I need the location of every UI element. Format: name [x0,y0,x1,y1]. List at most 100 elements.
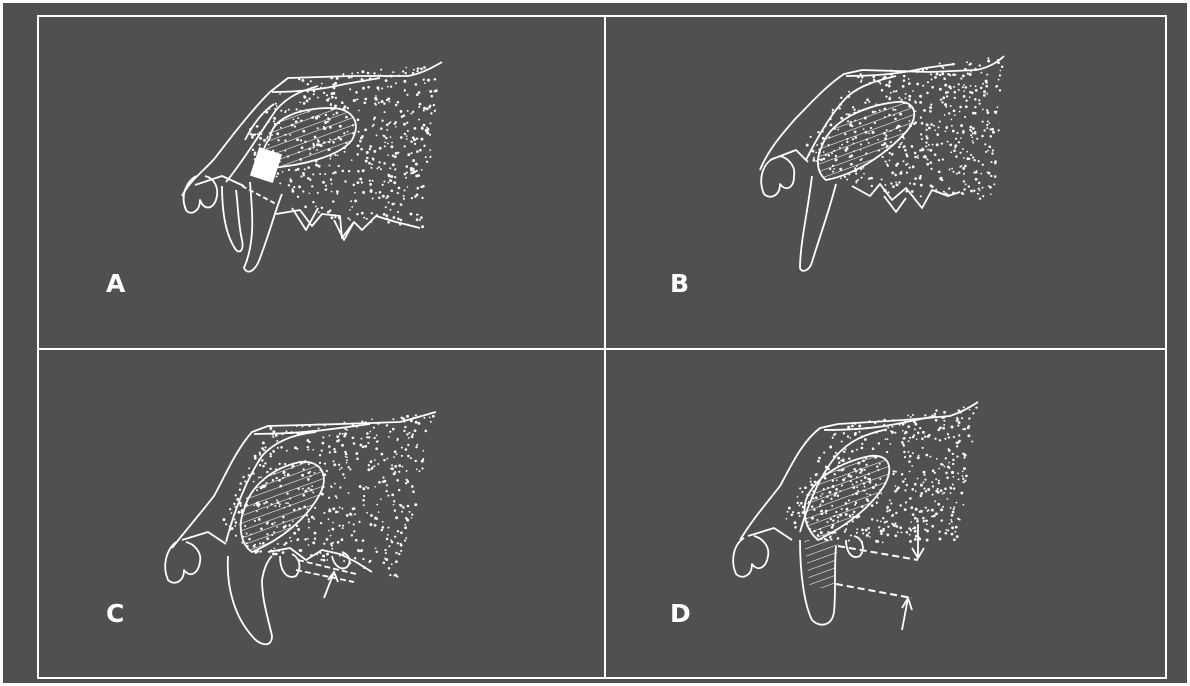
stipple-dot [400,203,403,206]
stipple-dot [415,421,418,424]
stipple-dot [855,90,857,92]
stipple-dot [978,182,981,185]
stipple-dot [870,177,873,180]
stipple-dot [394,155,397,158]
stipple-dot [308,463,310,465]
stipple-dot [381,120,383,122]
stipple-dot [963,504,965,506]
stipple-dot [877,139,879,141]
stipple-dot [265,482,267,484]
stipple-dot [299,549,302,552]
stipple-dot [275,434,278,437]
stipple-dot [291,190,294,193]
stipple-dot [993,183,995,185]
stipple-dot [885,161,887,163]
stipple-dot [809,136,811,138]
stipple-dot [960,152,962,154]
stipple-dot [850,535,852,537]
stipple-dot [970,85,972,87]
stipple-dot [387,76,389,78]
stipple-dot [899,130,901,132]
stipple-dot [931,415,934,418]
stipple-dot [304,538,306,540]
stipple-dot [352,124,354,126]
stipple-dot [956,132,958,134]
stipple-dot [348,492,350,494]
stipple-dot [302,130,305,133]
stipple-dot [330,77,333,80]
stipple-dot [239,502,242,505]
stipple-dot [429,134,431,136]
stipple-dot [325,114,327,116]
stipple-dot [962,130,965,133]
stipple-dot [929,161,932,164]
stipple-dot [268,108,270,110]
stipple-dot [1001,66,1003,68]
stipple-dot [895,471,897,473]
stipple-dot [987,57,989,59]
stipple-dot [911,488,914,491]
stipple-dot [987,60,990,63]
stipple-dot [977,193,979,195]
stipple-dot [260,486,263,489]
stipple-dot [304,168,306,170]
stipple-dot [958,171,960,173]
stipple-dot [295,120,298,123]
stipple-dot [410,152,412,154]
stipple-dot [390,136,392,138]
stipple-dot [956,418,959,421]
stipple-dot [315,159,318,162]
stipple-dot [313,518,315,520]
stipple-dot [407,224,409,226]
stipple-dot [407,153,410,156]
stipple-dot [963,95,966,98]
stipple-dot [953,538,956,541]
stipple-dot [416,150,419,153]
stipple-dot [942,493,944,495]
stipple-dot [833,150,835,152]
stipple-dot [902,430,904,432]
stipple-dot [333,114,335,116]
stipple-dot [395,121,397,123]
stipple-dot [987,120,989,122]
stipple-dot [846,508,849,511]
stipple-dot [883,132,886,135]
stipple-dot [405,67,407,69]
stipple-dot [425,156,427,158]
stipple-dot [951,168,953,170]
stipple-dot [307,111,309,113]
stipple-dot [878,442,880,444]
stipple-dot [938,159,940,161]
stipple-dot [353,99,356,102]
stipple-dot [373,427,375,429]
stipple-dot [982,83,984,85]
stipple-dot [948,112,950,114]
stipple-dot [996,85,998,87]
stipple-dot [414,429,417,432]
stipple-dot [939,427,942,430]
stipple-dot [307,446,309,448]
stipple-dot [360,438,362,440]
stipple-dot [260,476,262,478]
stipple-dot [360,148,363,151]
stipple-dot [282,521,284,523]
stipple-dot [899,424,901,426]
stipple-dot [371,468,373,470]
stipple-dot [906,172,908,174]
stipple-dot [363,217,365,219]
stipple-dot [964,428,967,431]
stipple-dot [366,512,368,514]
stipple-dot [865,464,867,466]
stipple-dot [972,127,975,130]
stipple-dot [310,80,312,82]
stipple-dot [852,516,854,518]
stipple-dot [809,528,811,530]
stipple-dot [984,143,986,145]
stipple-dot [383,135,385,137]
stipple-dot [296,525,298,527]
stipple-dot [394,465,397,468]
stipple-dot [843,432,845,434]
stipple-dot [927,81,929,83]
stipple-dot [307,478,310,481]
stipple-dot [384,141,386,143]
